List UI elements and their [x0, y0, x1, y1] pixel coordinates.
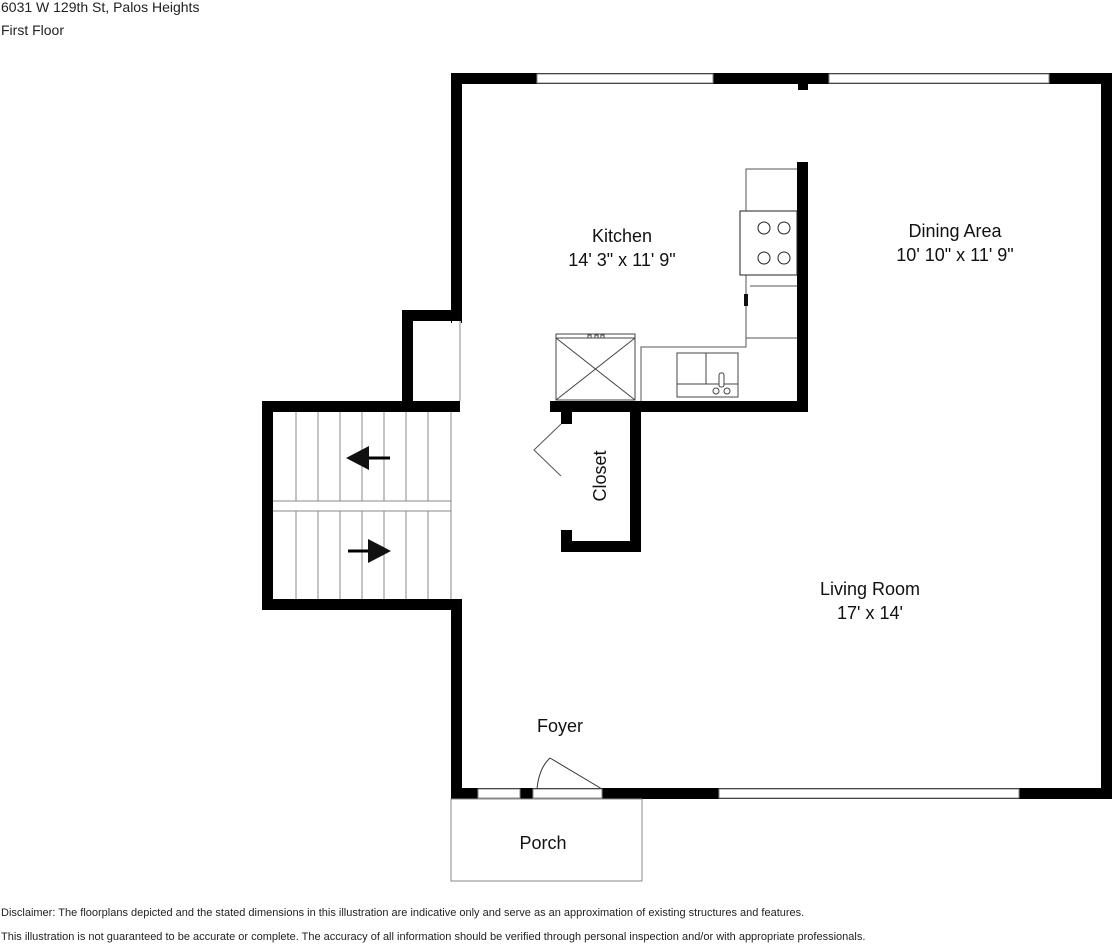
- disclaimer-line-1: Disclaimer: The floorplans depicted and …: [1, 907, 805, 919]
- room-dining: Dining Area 10' 10" x 11' 9": [875, 219, 1035, 267]
- stair-arrow-left-icon: [346, 446, 390, 470]
- room-dining-dimensions: 10' 10" x 11' 9": [896, 245, 1014, 265]
- floor-name: First Floor: [1, 22, 64, 38]
- room-living: Living Room 17' x 14': [800, 577, 940, 625]
- disclaimer-line-2: This illustration is not guaranteed to b…: [1, 931, 866, 943]
- room-closet-name: Closet: [590, 450, 610, 502]
- room-kitchen: Kitchen 14' 3" x 11' 9": [552, 224, 692, 272]
- room-dining-name: Dining Area: [908, 221, 1002, 241]
- windows: [477, 73, 1050, 799]
- room-porch-name: Porch: [519, 833, 567, 853]
- room-living-dimensions: 17' x 14': [837, 603, 903, 623]
- stove-icon: [739, 210, 798, 276]
- dishwasher-handle: [744, 294, 748, 306]
- room-porch: Porch: [503, 831, 583, 855]
- sink-icon: [676, 352, 739, 398]
- room-living-name: Living Room: [819, 579, 921, 599]
- stair-arrow-right-icon: [348, 539, 391, 563]
- exterior-walls: [262, 73, 1112, 799]
- property-address: 6031 W 129th St, Palos Heights: [1, 0, 200, 15]
- refrigerator-icon: [555, 333, 636, 401]
- room-kitchen-dimensions: 14' 3" x 11' 9": [568, 250, 676, 270]
- front-door[interactable]: [536, 757, 603, 790]
- room-foyer-name: Foyer: [536, 716, 583, 736]
- closet-door-swing[interactable]: [533, 423, 562, 477]
- staircase[interactable]: [273, 412, 452, 599]
- room-closet: Closet: [588, 446, 612, 506]
- room-kitchen-name: Kitchen: [591, 226, 653, 246]
- porch-outline: [450, 798, 643, 882]
- room-foyer: Foyer: [520, 714, 600, 738]
- wall-opening: [452, 321, 461, 401]
